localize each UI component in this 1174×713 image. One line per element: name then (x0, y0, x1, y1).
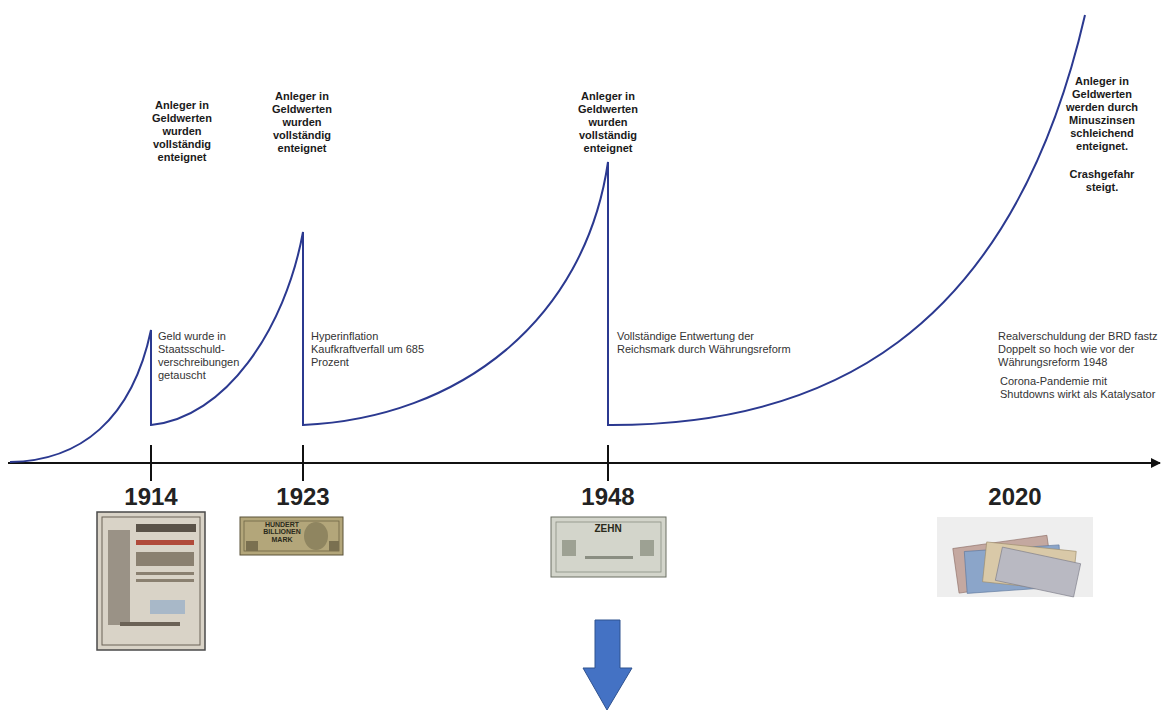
axis-tick (607, 445, 609, 481)
banknote-text: HUNDERT BILLIONEN MARK (255, 521, 309, 543)
warning-heading: Anleger in Geldwerten werden durch Minus… (1054, 75, 1150, 153)
time-axis (8, 462, 1160, 464)
warning-heading: Anleger in Geldwerten wurden vollständig… (259, 90, 345, 155)
warning-heading: Anleger in Geldwerten wurden vollständig… (565, 90, 651, 155)
euro-notes-picture (937, 517, 1093, 597)
debt-curve (10, 15, 1085, 462)
banknote-text: ZEHN (578, 524, 638, 535)
axis-tick (302, 445, 304, 481)
event-note: Vollständige Entwertung der Reichsmark d… (617, 330, 792, 356)
year-label: 2020 (970, 483, 1060, 511)
banknote-picture (240, 517, 343, 555)
banknote-picture (551, 517, 666, 577)
event-note: Geld wurde in Staatsschuld- verschreibun… (158, 330, 258, 382)
year-label: 1923 (258, 483, 348, 511)
bond-picture (97, 512, 205, 650)
event-note: Corona-Pandemie mit Shutdowns wirkt als … (1000, 375, 1160, 401)
year-label: 1914 (106, 483, 196, 511)
warning-heading: Anleger in Geldwerten wurden vollständig… (139, 99, 225, 164)
down-arrow (583, 620, 632, 710)
event-note: Hyperinflation Kaufkraftverfall um 685 P… (311, 330, 441, 369)
year-label: 1948 (563, 483, 653, 511)
warning-heading: Crashgefahr steigt. (1054, 168, 1150, 194)
event-note: Realverschuldung der BRD fastz Doppelt s… (998, 330, 1168, 369)
axis-tick (150, 445, 152, 481)
